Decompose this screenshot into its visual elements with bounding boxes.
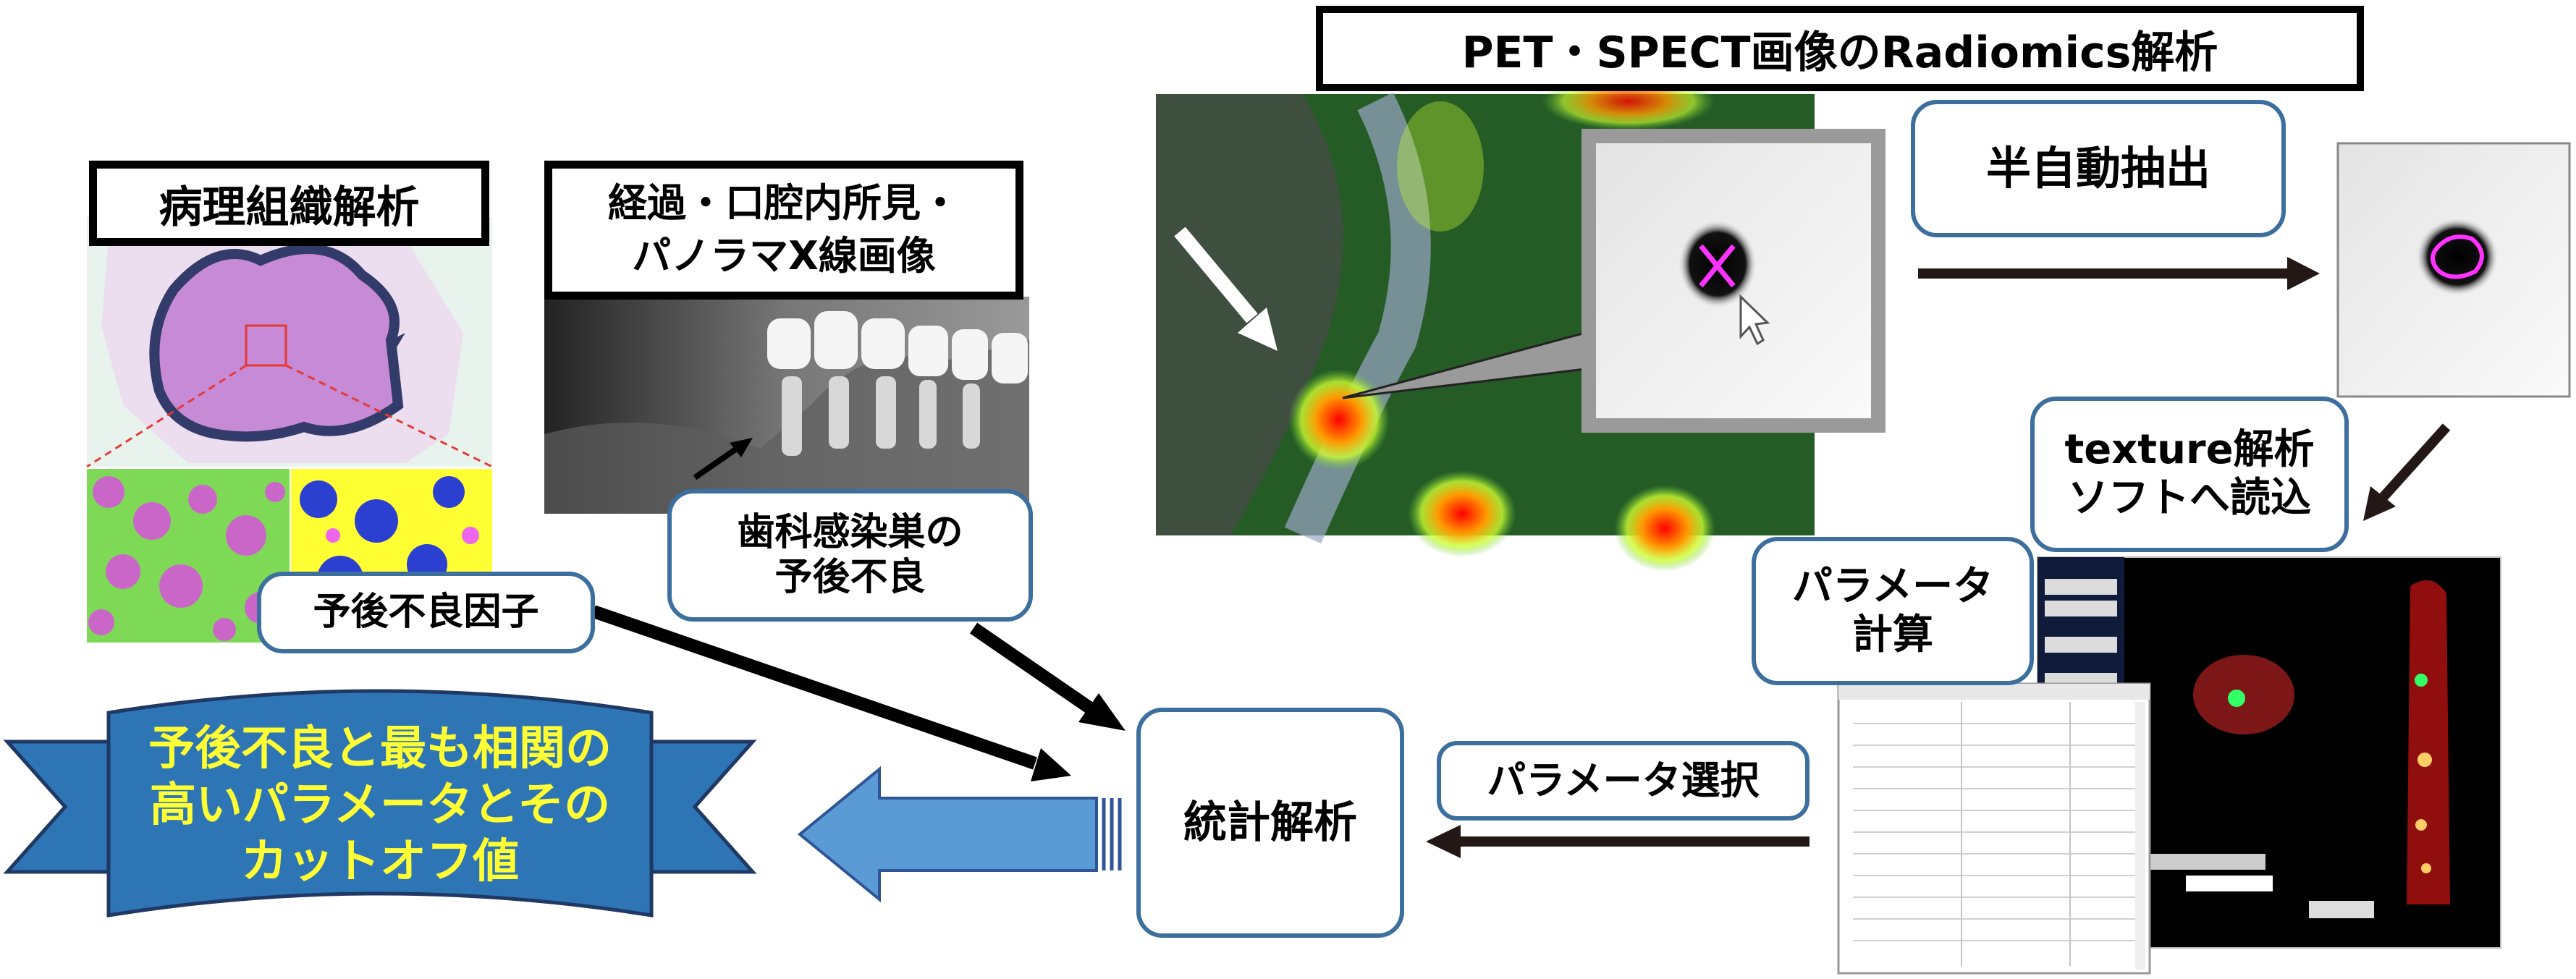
pet-zoom-inset [1582,129,1885,433]
panoramic-xray-image [544,297,1029,514]
clinical-findings-line1: 経過・口腔内所見・ [608,180,960,226]
radiomics-title: PET・SPECT画像のRadiomics解析 [1316,6,2364,91]
dental-infection-line2: 予後不良 [774,555,926,599]
statistical-analysis-text: 統計解析 [1183,797,1357,848]
texture-software-line1: texture解析 [2064,426,2315,474]
radiomics-title-text: PET・SPECT画像のRadiomics解析 [1461,27,2218,78]
parameter-calc-line2: 計算 [1851,611,1933,658]
parameter-calc-box: パラメータ 計算 [1752,537,2034,685]
prognostic-factor-text: 予後不良因子 [313,590,539,634]
result-banner [3,689,757,917]
clinical-findings-label: 経過・口腔内所見・ パノラマX線画像 [544,161,1023,300]
result-banner-text: 予後不良と最も相関の 高いパラメータとその カットオフ値 [109,700,651,910]
arrow-semi-auto-to-roi [1918,257,2320,290]
parameter-selection-box: パラメータ選択 [1437,741,1809,821]
parameter-calc-line1: パラメータ [1791,563,1994,611]
result-banner-line1: 予後不良と最も相関の [148,721,612,776]
parameter-selection-text: パラメータ選択 [1487,758,1760,804]
result-banner-line2: 高いパラメータとその [149,778,611,832]
pathology-label-text: 病理組織解析 [159,182,420,233]
texture-software-line2: ソフトへ読込 [2067,474,2311,522]
statistical-analysis-box: 統計解析 [1136,708,1404,938]
dental-infection-line1: 歯科感染巣の [737,511,963,555]
parameter-table-screenshot [1837,682,2151,975]
dental-infection-box: 歯科感染巣の 予後不良 [667,489,1033,622]
clinical-findings-line2: パノラマX線画像 [632,233,936,279]
texture-software-box: texture解析 ソフトへ読込 [2030,397,2349,552]
pathology-label: 病理組織解析 [89,161,489,246]
arrow-dental-to-stats [969,622,1126,731]
semi-auto-extraction-box: 半自動抽出 [1911,100,2286,237]
arrow-table-to-stats [1426,825,1809,858]
prognostic-factor-box: 予後不良因子 [257,572,595,653]
block-arrow-to-result [797,766,1122,903]
arrow-prognostic-to-stats [591,605,1071,781]
semi-auto-extraction-text: 半自動抽出 [1985,142,2210,195]
pathology-image [86,217,493,468]
result-banner-line3: カットオフ値 [241,835,519,889]
segmented-roi-image [2336,142,2571,398]
arrow-roi-to-texture [2363,423,2451,521]
